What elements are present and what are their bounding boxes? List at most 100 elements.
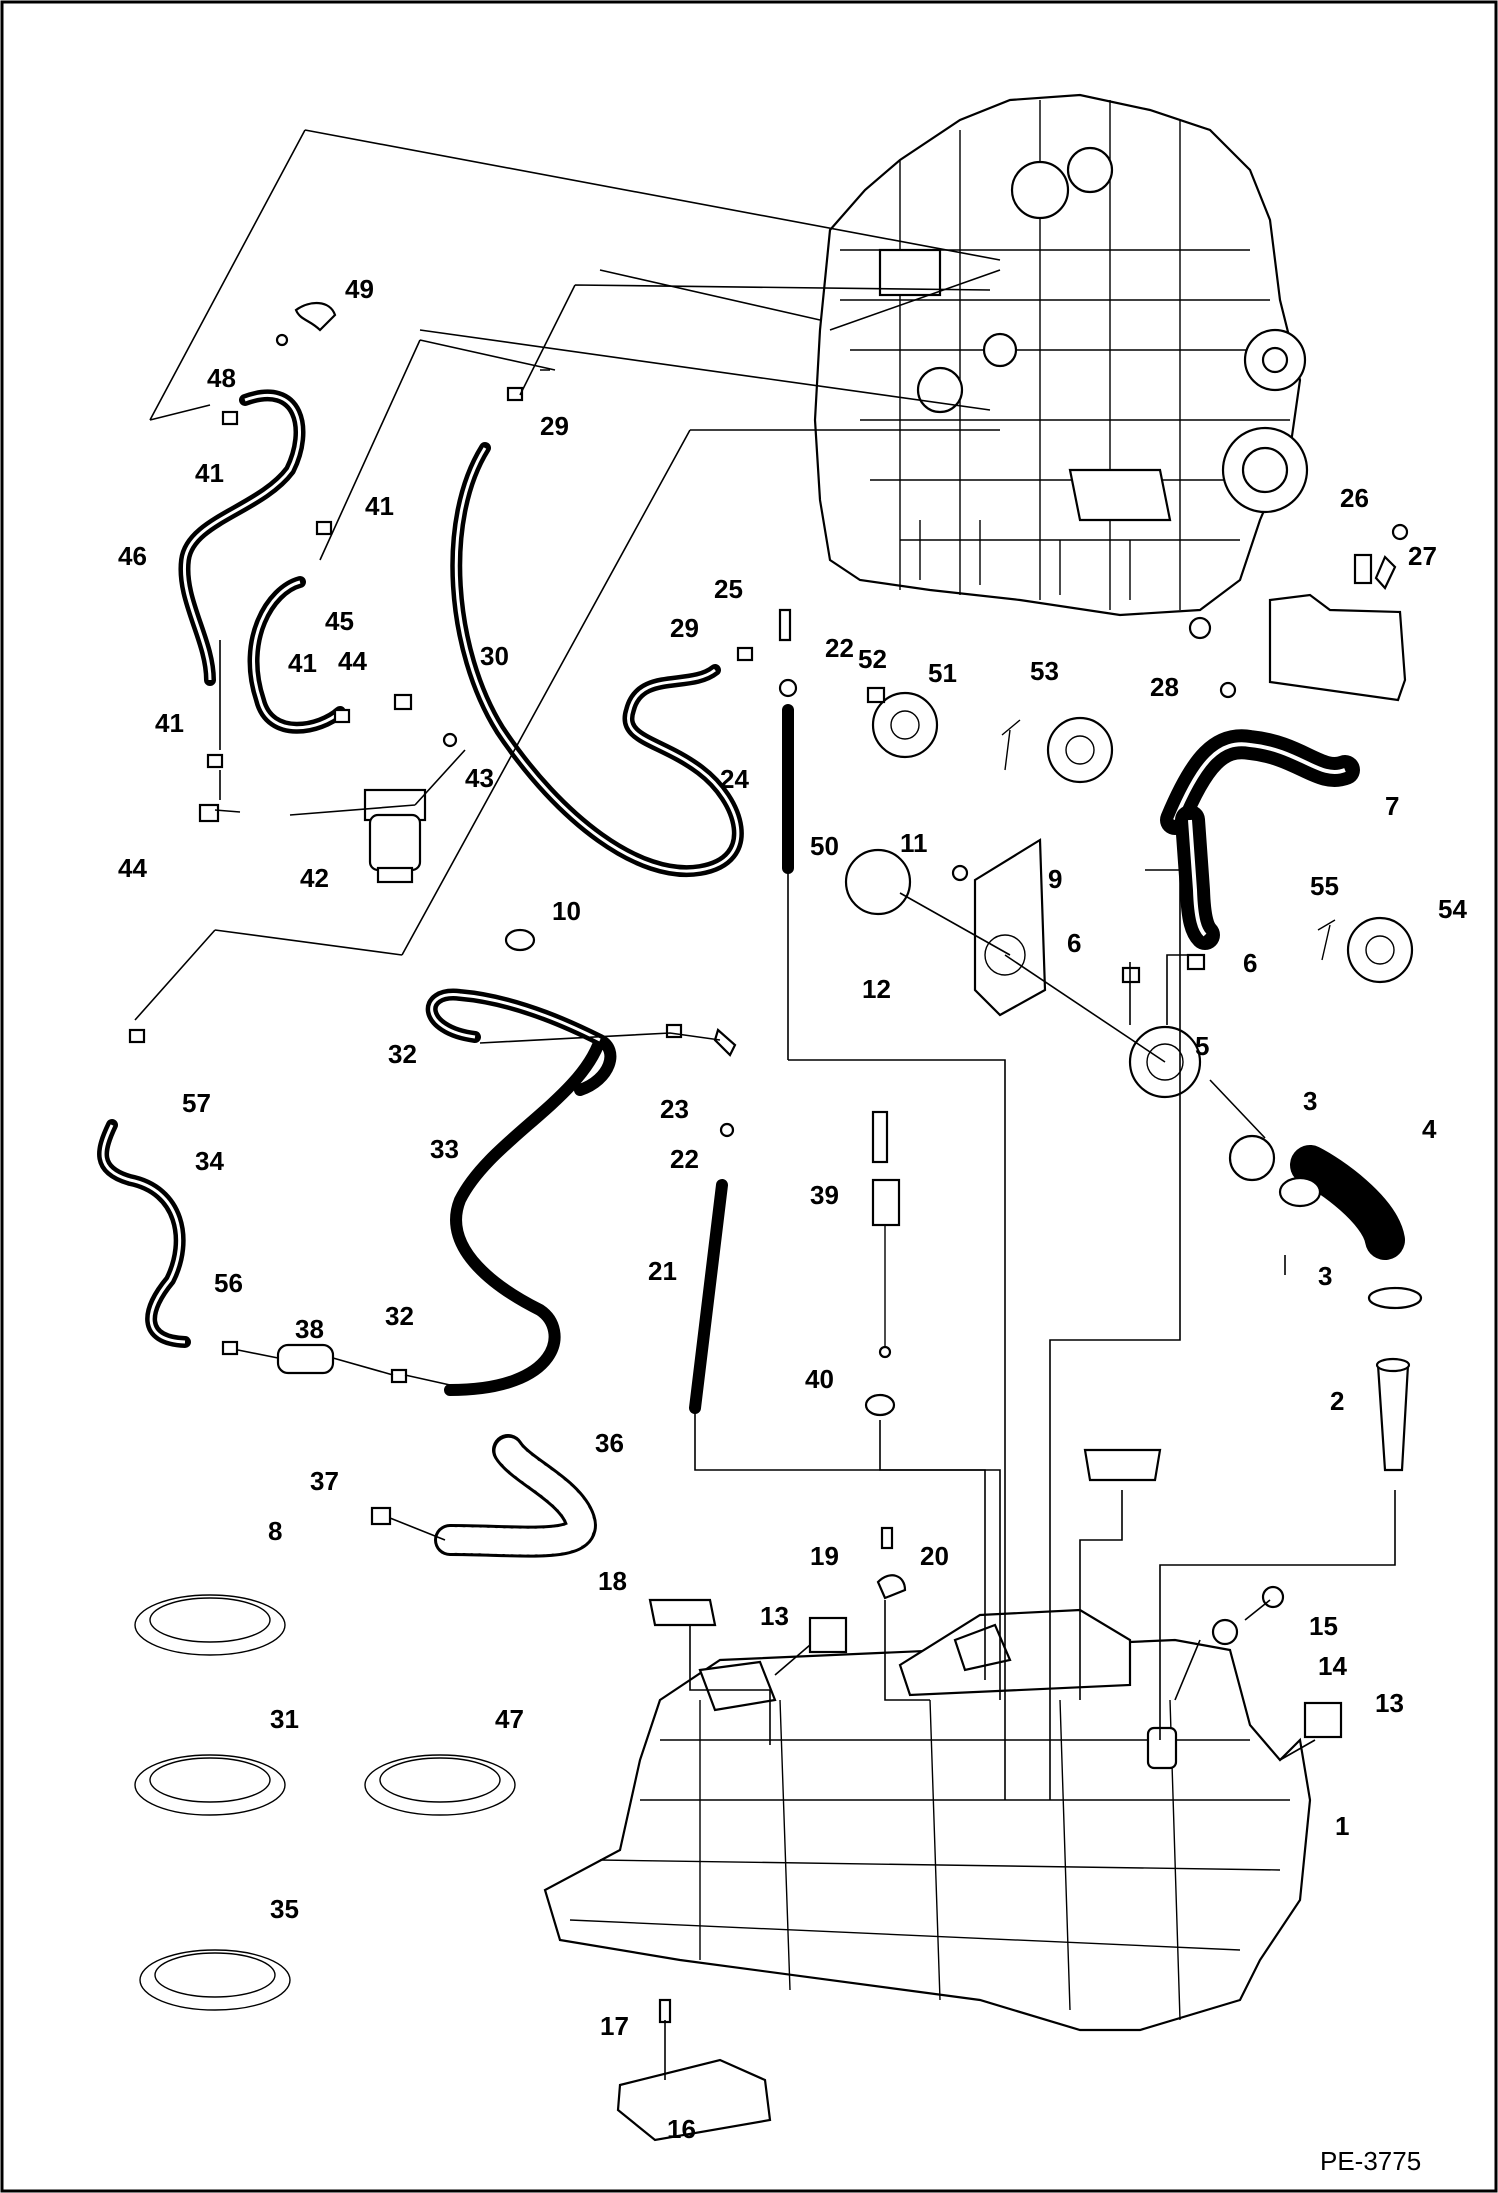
callout-number: 37 xyxy=(310,1466,339,1496)
leader-lines xyxy=(134,129,1396,2080)
callout-number: 8 xyxy=(268,1516,282,1546)
fuel-filter-42 xyxy=(363,788,427,884)
callout-number: 13 xyxy=(1375,1688,1404,1718)
grommet-14 xyxy=(1211,1618,1239,1646)
hose-coil-35 xyxy=(139,1949,291,2011)
callout-number: 23 xyxy=(660,1094,689,1124)
callout-number: 6 xyxy=(1067,928,1081,958)
fitting-43 xyxy=(442,732,458,748)
engine-assembly xyxy=(813,93,1309,640)
cap-54 xyxy=(1346,916,1414,984)
clamp-32a xyxy=(390,1368,408,1384)
keys-53 xyxy=(1001,719,1021,771)
cap-50 xyxy=(844,848,912,916)
callout-number: 3 xyxy=(1303,1086,1317,1116)
callout-number: 17 xyxy=(600,2011,629,2041)
callout-number: 38 xyxy=(295,1314,324,1344)
bolt-17 xyxy=(658,1998,672,2024)
callout-number: 44 xyxy=(118,853,147,883)
key-52 xyxy=(866,686,886,704)
callout-number: 12 xyxy=(862,974,891,1004)
callout-number: 42 xyxy=(300,863,329,893)
clamp-56 xyxy=(221,1340,239,1356)
callout-number: 13 xyxy=(760,1601,789,1631)
callout-number: 30 xyxy=(480,641,509,671)
callout-number: 40 xyxy=(805,1364,834,1394)
hose-34 xyxy=(97,1119,191,1348)
callout-number: 27 xyxy=(1408,541,1437,571)
callout-number: 39 xyxy=(810,1180,839,1210)
hose-coil-47 xyxy=(364,1754,516,1816)
callout-number: 22 xyxy=(670,1144,699,1174)
callout-number: 52 xyxy=(858,644,887,674)
callout-number: 1 xyxy=(1335,1811,1349,1841)
hose-coil-31 xyxy=(134,1754,286,1816)
callout-number: 26 xyxy=(1340,483,1369,513)
bolt-20 xyxy=(880,1526,894,1550)
screw-11 xyxy=(951,864,969,882)
cap-53 xyxy=(1046,716,1114,784)
clamp-41c xyxy=(315,520,333,536)
callout-number: 31 xyxy=(270,1704,299,1734)
fitting-25 xyxy=(778,608,792,642)
callout-number: 3 xyxy=(1318,1261,1332,1291)
callout-number: 19 xyxy=(810,1541,839,1571)
callout-number: 7 xyxy=(1385,791,1399,821)
pad-13b xyxy=(1303,1701,1343,1739)
elbow-44b xyxy=(393,693,413,711)
fitting-23 xyxy=(713,1028,737,1057)
clamp-41b xyxy=(333,708,351,724)
clamp-49 xyxy=(294,302,337,332)
nut-28 xyxy=(1219,681,1237,699)
clamp-29b xyxy=(736,646,754,662)
callout-number: 55 xyxy=(1310,871,1339,901)
hose-21 xyxy=(689,1179,728,1414)
cap-51 xyxy=(871,691,939,759)
callout-number: 49 xyxy=(345,274,374,304)
hose-7 xyxy=(1160,729,1360,835)
clamp-57 xyxy=(128,1028,146,1044)
callout-number: 22 xyxy=(825,633,854,663)
bracket-27 xyxy=(1268,593,1407,702)
callout-number: 20 xyxy=(920,1541,949,1571)
fuel-sender-39 xyxy=(871,1110,901,1359)
pad-18 xyxy=(648,1598,717,1627)
clamp-32b xyxy=(665,1023,683,1039)
callout-number: 2 xyxy=(1330,1386,1344,1416)
clamp-3a xyxy=(1228,1134,1276,1182)
callout-number: 14 xyxy=(1318,1651,1347,1681)
clamp-6a xyxy=(1121,966,1141,984)
callout-number: 4 xyxy=(1422,1114,1437,1144)
clip-shape xyxy=(1374,555,1397,590)
callout-number: 9 xyxy=(1048,864,1062,894)
callout-number: 41 xyxy=(195,458,224,488)
callout-number: 51 xyxy=(928,658,957,688)
clamp-29 xyxy=(506,386,524,402)
grommet-22 xyxy=(778,678,798,698)
callout-number: 43 xyxy=(465,763,494,793)
callout-number: 32 xyxy=(385,1301,414,1331)
callout-number: 16 xyxy=(667,2114,696,2144)
pipe-2 xyxy=(1376,1363,1410,1472)
callout-number: 24 xyxy=(720,764,749,794)
callout-number: 46 xyxy=(118,541,147,571)
clamp-41a xyxy=(206,753,224,769)
clamp-3b xyxy=(1367,1286,1423,1310)
callout-number: 15 xyxy=(1309,1611,1338,1641)
callout-number: 10 xyxy=(552,896,581,926)
callout-number: 34 xyxy=(195,1146,224,1176)
fuel-pump-38 xyxy=(276,1343,335,1375)
plate-16 xyxy=(616,2058,772,2142)
callout-number: 11 xyxy=(900,828,928,858)
callout-number: 56 xyxy=(214,1268,243,1298)
callout-number: 36 xyxy=(595,1428,624,1458)
callout-number: 48 xyxy=(207,363,236,393)
bracket-post xyxy=(1353,553,1373,585)
callout-number: 25 xyxy=(714,574,743,604)
callout-number: 21 xyxy=(648,1256,677,1286)
callout-number: 57 xyxy=(182,1088,211,1118)
callout-number: 50 xyxy=(810,831,839,861)
bolt-26 xyxy=(1391,523,1409,541)
